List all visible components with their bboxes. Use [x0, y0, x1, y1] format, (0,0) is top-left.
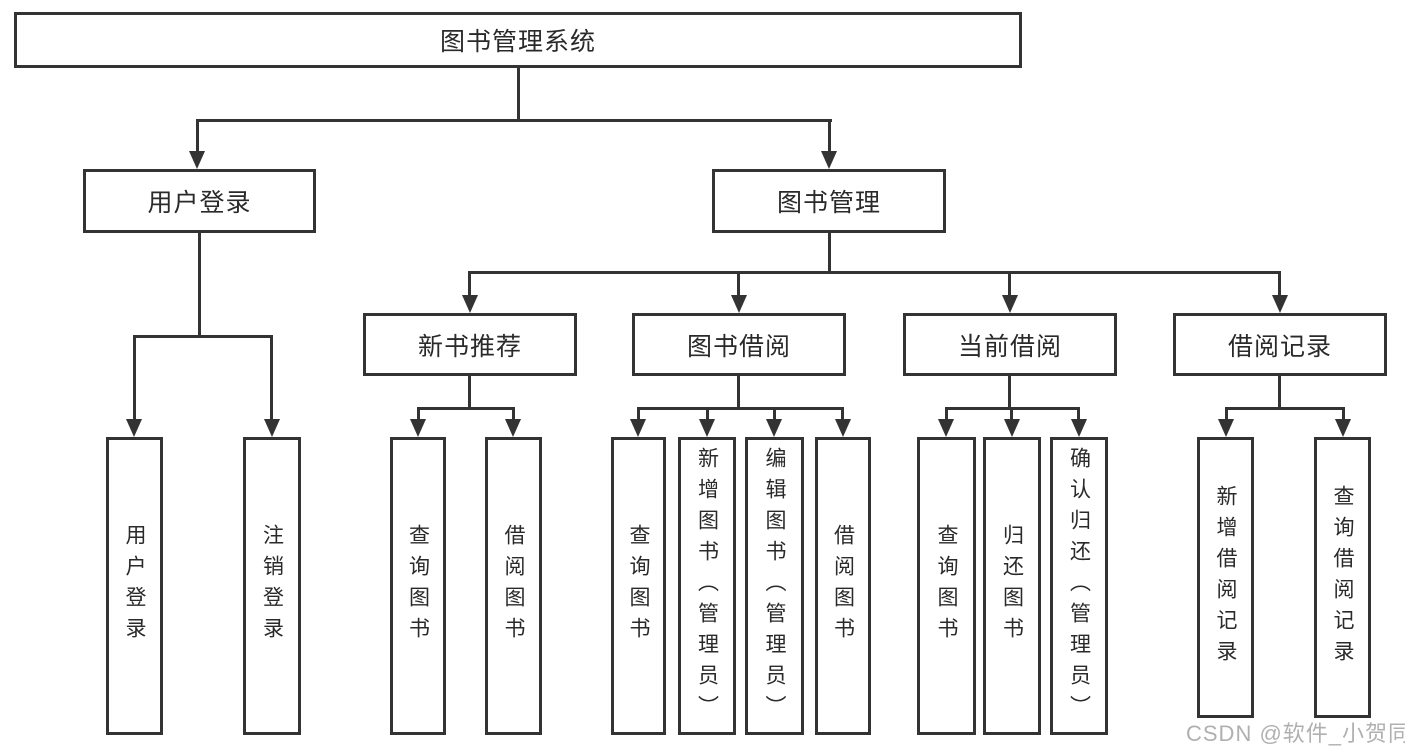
node-current-borrowing: 当前借阅 — [903, 313, 1117, 376]
node-label: 图书管理 — [776, 189, 881, 217]
node-add-borrow-record: 新增借阅记录 — [1197, 437, 1254, 718]
connector-stub — [841, 407, 844, 423]
connector-stub — [945, 407, 948, 423]
connector-stub — [637, 407, 640, 423]
node-confirm-return-admin: 确认归还（管理员） — [1050, 437, 1108, 735]
arrow-down-icon — [505, 419, 521, 437]
arrow-down-icon — [938, 419, 954, 437]
connector-new-book-stem — [468, 376, 471, 410]
node-query-borrow-record: 查询借阅记录 — [1314, 437, 1371, 718]
connector-user-login-split — [133, 335, 273, 338]
node-label: 归还图书 — [1000, 524, 1024, 648]
node-label: 用户登录 — [147, 189, 252, 217]
node-label: 用户登录 — [123, 524, 146, 648]
connector-borrow-records-stem — [1278, 376, 1281, 410]
arrow-down-icon — [731, 295, 747, 313]
arrow-down-icon — [410, 419, 426, 437]
connector-stub — [706, 407, 709, 423]
connector-book-borrow-stem — [737, 376, 740, 410]
arrow-down-icon — [630, 419, 646, 437]
connector-book-borrow-split — [637, 407, 844, 410]
node-label: 图书借阅 — [686, 332, 791, 361]
node-label: 确认归还（管理员） — [1067, 446, 1091, 726]
node-label: 查询图书 — [406, 524, 430, 648]
connector-stub — [1077, 407, 1080, 423]
connector-stub — [1342, 407, 1345, 423]
connector-stub-book-management — [828, 119, 831, 154]
node-library-management-system: 图书管理系统 — [14, 12, 1022, 68]
arrow-down-icon — [1272, 295, 1288, 313]
connector-borrow-records-split — [1225, 407, 1344, 410]
connector-new-book-split — [417, 407, 515, 410]
connector-stub-login — [133, 335, 136, 423]
arrow-down-icon — [821, 151, 837, 169]
arrow-down-icon — [1004, 419, 1020, 437]
node-borrowing-records: 借阅记录 — [1173, 313, 1387, 376]
connector-root-stem — [517, 66, 520, 122]
arrow-down-icon — [189, 151, 205, 169]
node-label: 图书管理系统 — [439, 28, 596, 56]
connector-stub — [773, 407, 776, 423]
arrow-down-icon — [1002, 295, 1018, 313]
node-label: 当前借阅 — [957, 332, 1062, 361]
node-add-books-admin: 新增图书（管理员） — [678, 437, 736, 735]
node-query-books-borrowing: 查询图书 — [611, 437, 666, 735]
node-book-borrowing: 图书借阅 — [632, 313, 846, 376]
arrow-down-icon — [264, 419, 280, 437]
arrow-down-icon — [699, 419, 715, 437]
connector-stub-user-login — [196, 119, 199, 154]
connector-user-login-stem — [198, 233, 201, 337]
arrow-down-icon — [835, 419, 851, 437]
arrow-down-icon — [126, 419, 142, 437]
node-book-management: 图书管理 — [712, 169, 946, 233]
node-label: 新书推荐 — [417, 332, 522, 361]
node-new-book-recommendation: 新书推荐 — [363, 313, 577, 376]
connector-stub-borrow-records — [1278, 271, 1281, 299]
node-logout: 注销登录 — [243, 437, 301, 735]
node-borrow-books-recommend: 借阅图书 — [485, 437, 542, 735]
node-label: 查询借阅记录 — [1331, 484, 1354, 671]
node-label: 新增图书（管理员） — [695, 446, 719, 726]
arrow-down-icon — [766, 419, 782, 437]
connector-current-borrow-stem — [1008, 376, 1011, 410]
node-return-books: 归还图书 — [983, 437, 1041, 735]
connector-book-management-stem — [828, 233, 831, 274]
connector-stub — [512, 407, 515, 423]
node-label: 借阅图书 — [502, 524, 525, 648]
connector-stub-new-book — [468, 271, 471, 299]
node-query-books-recommend: 查询图书 — [390, 437, 446, 735]
node-label: 借阅记录 — [1227, 332, 1332, 361]
node-user-login: 用户登录 — [83, 169, 316, 233]
connector-stub — [1225, 407, 1228, 423]
arrow-down-icon — [462, 295, 478, 313]
node-borrow-books: 借阅图书 — [815, 437, 871, 735]
node-label: 借阅图书 — [831, 524, 855, 648]
node-login: 用户登录 — [106, 437, 163, 735]
node-query-books-current: 查询图书 — [917, 437, 976, 735]
connector-stub-book-borrow — [737, 271, 740, 299]
csdn-watermark: CSDN @软件_小贺同学 — [1186, 721, 1405, 746]
connector-stub — [417, 407, 420, 423]
connector-book-management-split — [468, 271, 1281, 274]
node-label: 注销登录 — [260, 524, 284, 648]
connector-stub-current-borrow — [1008, 271, 1011, 299]
arrow-down-icon — [1335, 419, 1351, 437]
connector-stub-logout — [270, 335, 273, 423]
node-edit-books-admin: 编辑图书（管理员） — [745, 437, 804, 735]
connector-stub — [1010, 407, 1013, 423]
node-label: 新增借阅记录 — [1214, 484, 1237, 671]
node-label: 查询图书 — [935, 524, 958, 648]
arrow-down-icon — [1218, 419, 1234, 437]
node-label: 编辑图书（管理员） — [763, 446, 786, 726]
node-label: 查询图书 — [627, 524, 650, 648]
arrow-down-icon — [1071, 419, 1087, 437]
connector-root-split — [196, 119, 832, 122]
